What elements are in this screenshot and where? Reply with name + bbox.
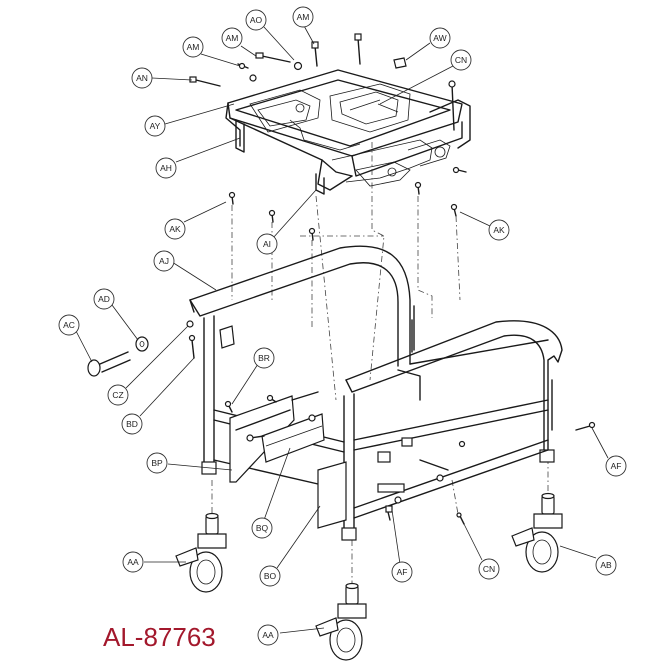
hardware-bolt-assembly [87, 320, 196, 377]
callout-ak-right: AK [488, 219, 510, 241]
svg-text:AK: AK [169, 224, 181, 234]
base-frame [189, 245, 596, 541]
svg-text:AB: AB [600, 560, 612, 570]
svg-text:AN: AN [136, 73, 148, 83]
callout-am-top: AM [292, 6, 314, 28]
callout-af-bottom: AF [391, 561, 413, 583]
caster-right [511, 492, 563, 573]
callout-ad: AD [93, 288, 115, 310]
callout-br: BR [253, 347, 275, 369]
leader-lines [75, 23, 609, 634]
caster-left [175, 512, 227, 593]
callout-bq: BQ [251, 517, 273, 539]
callout-ao: AO [245, 9, 267, 31]
svg-text:AI: AI [263, 239, 271, 249]
svg-text:AY: AY [150, 121, 161, 131]
svg-text:BP: BP [151, 458, 163, 468]
callout-bp: BP [146, 452, 168, 474]
assembly-centerlines [211, 142, 549, 586]
svg-text:AF: AF [611, 461, 622, 471]
callout-am-mid: AM [221, 27, 243, 49]
upper-seat-frame [189, 33, 471, 241]
callout-ac: AC [58, 314, 80, 336]
callout-aa-bottom: AA [257, 624, 279, 646]
svg-text:AD: AD [98, 294, 110, 304]
svg-text:BO: BO [264, 571, 277, 581]
svg-text:BD: BD [126, 419, 138, 429]
svg-text:CN: CN [455, 55, 467, 65]
callout-ay: AY [144, 115, 166, 137]
part-number-label: AL-87763 [103, 622, 216, 652]
callout-cz: CZ [107, 384, 129, 406]
svg-text:AM: AM [226, 33, 239, 43]
svg-text:CN: CN [483, 564, 495, 574]
svg-text:AJ: AJ [159, 256, 169, 266]
svg-text:BQ: BQ [256, 523, 269, 533]
svg-text:AA: AA [127, 557, 139, 567]
callout-aa-left: AA [122, 551, 144, 573]
callout-ab: AB [595, 554, 617, 576]
svg-text:AO: AO [250, 15, 263, 25]
callout-ah: AH [155, 157, 177, 179]
svg-text:AM: AM [187, 42, 200, 52]
svg-text:AM: AM [297, 12, 310, 22]
callout-aj: AJ [153, 250, 175, 272]
callout-af-right: AF [605, 455, 627, 477]
callout-bo: BO [259, 565, 281, 587]
callout-ak-left: AK [164, 218, 186, 240]
svg-text:CZ: CZ [112, 390, 123, 400]
svg-text:AW: AW [433, 33, 446, 43]
callout-aw: AW [429, 27, 451, 49]
callout-cn-top: CN [450, 49, 472, 71]
callout-bd: BD [121, 413, 143, 435]
svg-text:BR: BR [258, 353, 270, 363]
callout-cn-bottom: CN [478, 558, 500, 580]
callout-ai: AI [256, 233, 278, 255]
svg-text:AK: AK [493, 225, 505, 235]
svg-text:AA: AA [262, 630, 274, 640]
callout-am-left: AM [182, 36, 204, 58]
svg-text:AC: AC [63, 320, 75, 330]
svg-text:AH: AH [160, 163, 172, 173]
caster-bottom [315, 582, 367, 661]
svg-text:AF: AF [397, 567, 408, 577]
callout-an: AN [131, 67, 153, 89]
